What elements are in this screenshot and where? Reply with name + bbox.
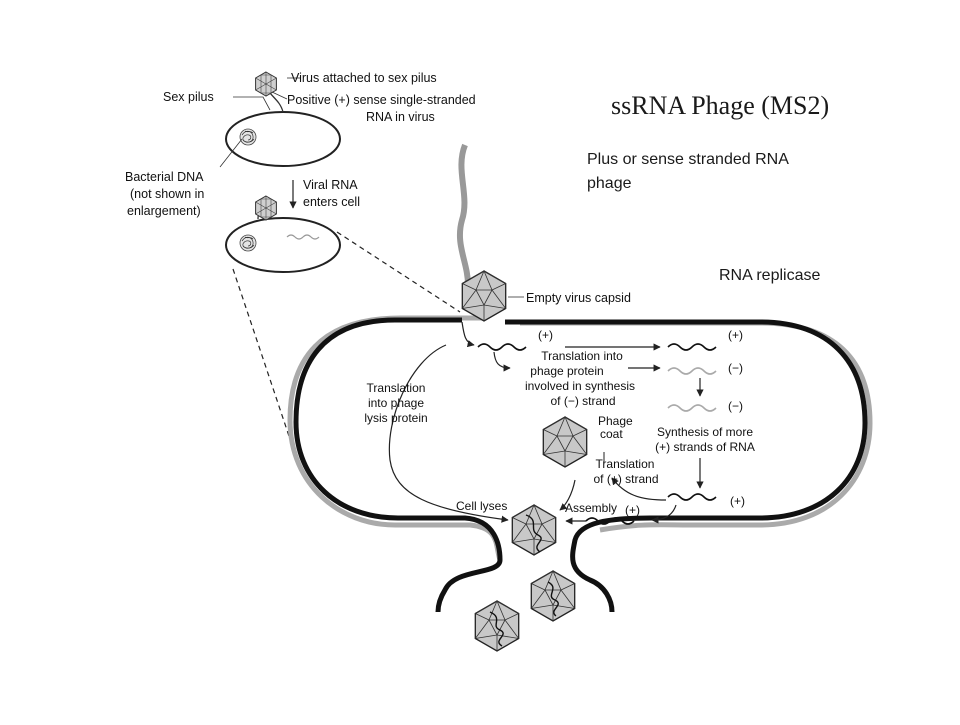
- label-positive-sense-2: RNA in virus: [366, 110, 435, 124]
- sex-pilus-large: [456, 143, 471, 286]
- plus-strand-rna-2: [667, 343, 717, 351]
- label-plus-2: (+): [728, 328, 743, 342]
- label-phage-coat-2: coat: [600, 427, 623, 441]
- zoom-line-bottom: [232, 268, 293, 446]
- label-synthesis-1: Synthesis of more: [657, 425, 753, 439]
- label-translation-plus-2: of (+) strand: [593, 472, 658, 486]
- minus-strand-rna-2: [667, 404, 717, 412]
- subtitle-line-1: Plus or sense stranded RNA: [587, 151, 789, 168]
- enlarged-cell: [287, 315, 873, 613]
- cell-1: [225, 71, 341, 167]
- assembled-phage-1-icon: [511, 504, 557, 556]
- label-synthesis-2: (+) strands of RNA: [655, 440, 755, 454]
- released-phage-1-icon: [530, 570, 576, 622]
- lysis-arrow: [388, 344, 509, 523]
- label-translation-phage-4: of (−) strand: [550, 394, 615, 408]
- label-translation-phage-2: phage protein: [530, 364, 603, 378]
- plus-strand-rna-1: [477, 343, 527, 351]
- released-phage-2-icon: [474, 600, 520, 652]
- cell-2: [225, 195, 341, 273]
- label-positive-sense-1: Positive (+) sense single-stranded: [287, 93, 476, 107]
- zoom-line-top: [336, 231, 461, 313]
- label-plus-4: (+): [625, 503, 640, 517]
- label-assembly: Assembly: [565, 501, 617, 515]
- label-bacterial-dna-2: (not shown in: [130, 187, 204, 201]
- label-translation-phage-3: involved in synthesis: [525, 379, 635, 393]
- plus-strand-rna-3: [667, 493, 717, 501]
- subtitle-line-2: phage: [587, 175, 632, 192]
- label-phage-coat-1: Phage: [598, 414, 633, 428]
- label-minus-1: (−): [728, 361, 743, 375]
- label-plus-1: (+): [538, 328, 553, 342]
- label-virus-attached: Virus attached to sex pilus: [291, 71, 437, 85]
- label-lysis-2: into phage: [368, 396, 424, 410]
- plus-strand-rna-4: [585, 517, 635, 525]
- viral-rna-squiggle-icon: [286, 234, 320, 240]
- label-bacterial-dna-3: enlargement): [127, 204, 201, 218]
- label-minus-2: (−): [728, 399, 743, 413]
- minus-strand-rna-1: [667, 367, 717, 375]
- label-bacterial-dna-1: Bacterial DNA: [125, 170, 204, 184]
- label-translation-plus-1: Translation: [596, 457, 655, 471]
- label-plus-3: (+): [730, 494, 745, 508]
- label-viral-rna-1: Viral RNA: [303, 178, 358, 192]
- label-lysis-1: Translation: [367, 381, 426, 395]
- label-viral-rna-2: enters cell: [303, 195, 360, 209]
- side-note-rna-replicase: RNA replicase: [719, 267, 820, 284]
- phage-coat-icon: [542, 416, 588, 468]
- page-title: ssRNA Phage (MS2): [611, 91, 829, 120]
- label-translation-phage-1: Translation into: [541, 349, 623, 363]
- label-cell-lyses: Cell lyses: [456, 499, 507, 513]
- label-lysis-3: lysis protein: [364, 411, 427, 425]
- label-sex-pilus: Sex pilus: [163, 90, 214, 104]
- label-empty-capsid: Empty virus capsid: [526, 291, 631, 305]
